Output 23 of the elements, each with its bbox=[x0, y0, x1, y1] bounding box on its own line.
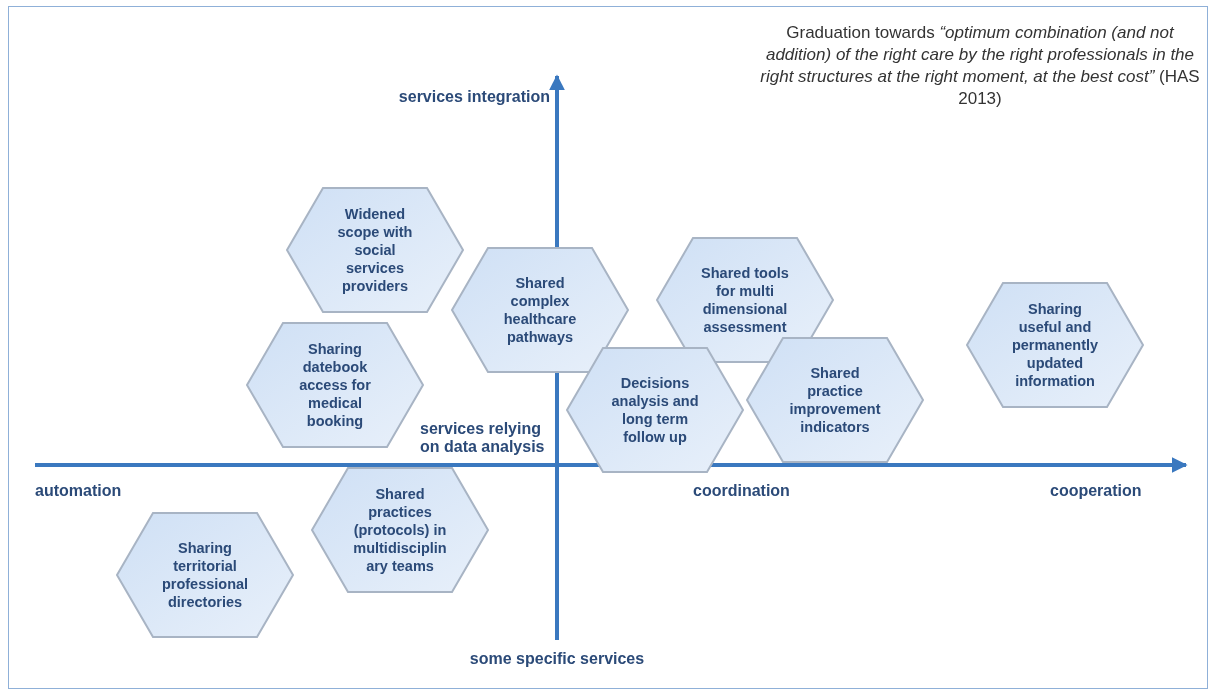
axis-label: automation bbox=[35, 482, 123, 500]
node-text: Widened scope with social services providers bbox=[336, 204, 414, 297]
hexagon-node bbox=[310, 465, 490, 595]
node-text: Sharing useful and permanently updated information bbox=[1010, 299, 1100, 392]
node-text: Shared practice improvement indicators bbox=[788, 363, 882, 438]
hexagon-node bbox=[115, 510, 295, 640]
axis-label: cooperation bbox=[1050, 482, 1143, 500]
node-text: Shared complex healthcare pathways bbox=[502, 273, 578, 348]
hexagon-node bbox=[565, 345, 745, 475]
axis-label: services integration bbox=[397, 88, 550, 106]
hexagon-node bbox=[285, 185, 465, 315]
axis-label: some specific services bbox=[468, 650, 646, 668]
hexagon-node bbox=[450, 245, 630, 375]
quote-note: Graduation towards “optimum combination (and not addition) of the right care by the right professionals in the right structures at the right moment, at the best cost” (HAS 2013) bbox=[759, 22, 1201, 111]
node-text: Sharing datebook access for medical booking bbox=[298, 339, 372, 432]
node-text: Decisions analysis and long term follow up bbox=[610, 373, 700, 448]
node-text: Shared practices (protocols) in multidisciplin ary teams bbox=[352, 484, 448, 577]
node-text: Sharing territorial professional directories bbox=[160, 538, 250, 613]
axis-label: coordination bbox=[693, 482, 791, 500]
hexagon-node bbox=[745, 335, 925, 465]
node-text: Shared tools for multi dimensional assessment bbox=[700, 263, 790, 338]
quadrant-label: services relying on data analysis bbox=[420, 420, 546, 456]
hexagon-node bbox=[965, 280, 1145, 410]
